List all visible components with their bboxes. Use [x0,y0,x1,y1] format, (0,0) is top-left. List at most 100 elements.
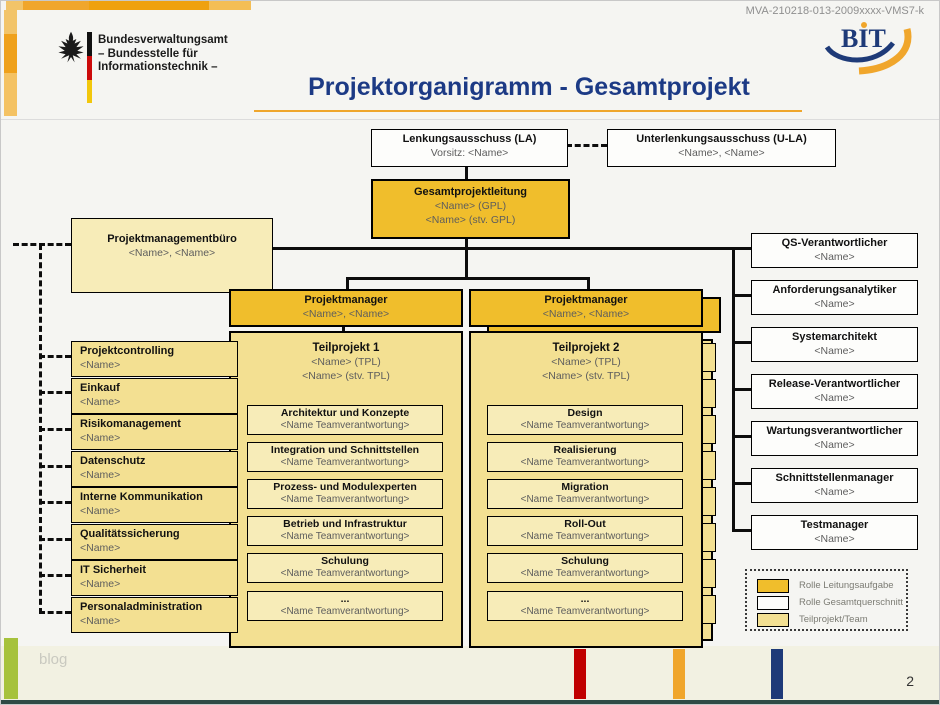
box-title: Teilprojekt 2 [552,342,620,354]
box-name: <Name> [814,298,855,310]
bit-logo: BIT [813,17,923,77]
box-name: <Name> [814,486,855,498]
team-box: ... <Name Teamverantwortung> [487,591,683,621]
right-role-wartungsverantwortlicher: Wartungsverantwortlicher <Name> [751,421,918,456]
team-name: <Name Teamverantwortung> [280,568,410,579]
box-title: Personaladministration [80,601,203,613]
legend-swatch-pale [757,612,789,627]
team-label: Prozess- und Modulexperten [273,481,417,493]
connector [732,388,751,391]
footer [1,646,939,700]
connector-dashed [39,428,71,431]
connector-dashed [39,501,71,504]
box-title: Projektmanagementbüro [107,233,237,245]
box-title: Testmanager [800,519,869,531]
left-role-interne-kommunikation: Interne Kommunikation <Name> [71,487,238,523]
left-accent-bar [4,10,17,34]
left-accent-bar [4,34,17,73]
team-label: ... [340,593,350,605]
box-title: IT Sicherheit [80,564,147,576]
team-box: Integration und Schnittstellen <Name Tea… [247,442,443,472]
team-label: Schulung [321,555,369,567]
box-title: Projektmanager [304,294,388,306]
box-name: <Name>, <Name> [542,308,630,320]
connector [587,277,590,289]
box-title: Wartungsverantwortlicher [766,425,903,437]
team-label: Architektur und Konzepte [280,407,410,419]
team-name: <Name Teamverantwortung> [280,494,410,505]
top-accent-bar [89,1,209,10]
team-box: ... <Name Teamverantwortung> [247,591,443,621]
footer-green-bar [4,638,18,699]
box-name: <Name> (TPL) [311,356,381,368]
team-name: <Name Teamverantwortung> [280,457,410,468]
box-name: <Name> [80,396,121,408]
team-box: Betrieb und Infrastruktur <Name Teamvera… [247,516,443,546]
agency-line2: – Bundesstelle für [98,47,198,60]
connector-dashed [39,465,71,468]
projektmanager-1-box: Projektmanager <Name>, <Name> [229,289,463,327]
left-accent-bar [4,73,17,116]
left-role-qualitaetssicherung: Qualitätssicherung <Name> [71,524,238,560]
legend-row: Rolle Gesamtquerschnitt [757,594,906,611]
agency-name: Bundesverwaltungsamt – Bundesstelle für … [98,34,228,75]
lenkungsausschuss-box: Lenkungsausschuss (LA) Vorsitz: <Name> [371,129,568,167]
box-name: <Name>, <Name> [302,308,390,320]
legend: Rolle Leitungsaufgabe Rolle Gesamtquersc… [745,569,908,631]
left-role-personaladministration: Personaladministration <Name> [71,597,238,633]
team-name: <Name Teamverantwortung> [520,568,650,579]
footer-orange-bar [673,649,685,699]
team-name: <Name Teamverantwortung> [280,606,410,617]
connector [465,231,468,249]
connector [732,341,751,344]
projektmanagementbuero-box: Projektmanagementbüro <Name>, <Name> [71,218,273,293]
team-name: <Name Teamverantwortung> [280,420,410,431]
box-title: Anforderungsanalytiker [772,284,897,296]
legend-label: Rolle Gesamtquerschnitt [799,597,904,608]
left-role-risikomanagement: Risikomanagement <Name> [71,414,238,450]
legend-swatch-white [757,595,789,610]
page-number: 2 [906,673,914,689]
team-box: Roll-Out <Name Teamverantwortung> [487,516,683,546]
connector [346,277,349,289]
left-role-projektcontrolling: Projektcontrolling <Name> [71,341,238,377]
footer-navy-bar [771,649,783,699]
box-name: <Name> (stv. TPL) [302,370,390,382]
team-label: ... [580,593,590,605]
document-id: MVA-210218-013-2009xxxx-VMS7-k [745,5,924,17]
team-label: Schulung [561,555,609,567]
box-name: <Name> [80,505,121,517]
connector-dashed [566,144,607,147]
connector [346,277,590,280]
gesamtprojektleitung-box: Gesamtprojektleitung <Name> (GPL) <Name>… [371,179,570,239]
connector [732,482,751,485]
box-name: <Name> [814,392,855,404]
team-name: <Name Teamverantwortung> [520,606,650,617]
legend-swatch-gold [757,578,789,593]
box-name: <Name> (stv. TPL) [542,370,630,382]
watermark: blog [39,651,68,668]
connector [271,247,751,250]
agency-line1: Bundesverwaltungsamt [98,34,228,46]
team-name: <Name Teamverantwortung> [520,457,650,468]
left-role-einkauf: Einkauf <Name> [71,378,238,414]
connector-dashed [39,574,71,577]
box-title: Lenkungsausschuss (LA) [402,133,537,145]
box-title: Risikomanagement [80,418,181,430]
title-underline [254,110,802,112]
top-accent-bar [209,1,251,10]
connector [732,435,751,438]
team-label: Realisierung [553,444,617,456]
box-name: <Name> (TPL) [551,356,621,368]
connector-dashed [39,391,71,394]
box-title: Einkauf [80,382,120,394]
header-divider [1,119,939,120]
page-title: Projektorganigramm - Gesamtprojekt [308,73,750,101]
box-name: <Name> [814,439,855,451]
agency-line3: Informationstechnik – [98,61,218,73]
team-name: <Name Teamverantwortung> [280,531,410,542]
federal-eagle-icon [53,28,89,68]
legend-label: Rolle Leitungsaufgabe [799,580,894,591]
unterlenkungsausschuss-box: Unterlenkungsausschuss (U-LA) <Name>, <N… [607,129,836,167]
